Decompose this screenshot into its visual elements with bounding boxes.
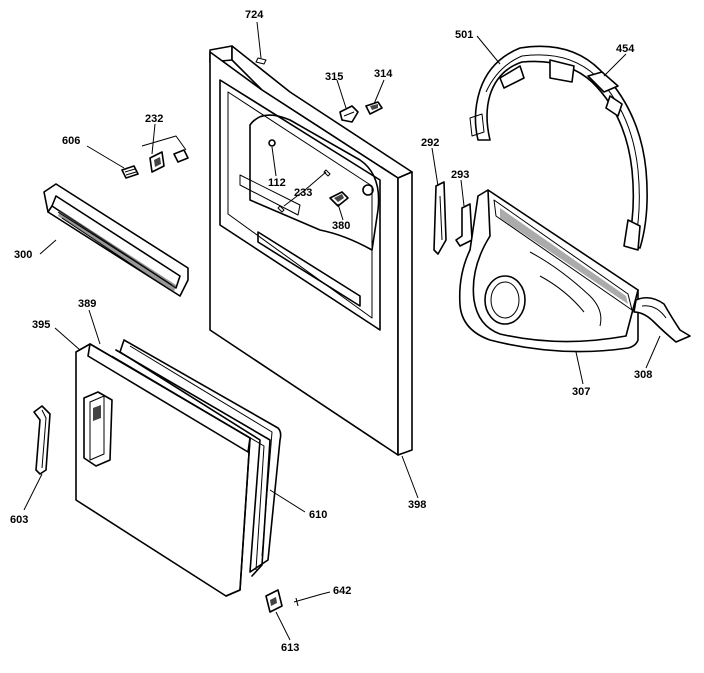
callout-292: 292 <box>421 137 439 149</box>
switch-314 <box>365 101 383 115</box>
felt-seal-454 <box>587 71 619 93</box>
hinge-613 <box>265 589 283 613</box>
clip-112 <box>268 139 276 147</box>
callout-389: 389 <box>78 298 96 310</box>
callout-606: 606 <box>62 135 80 147</box>
front-panel-398 <box>209 45 413 456</box>
callout-642: 642 <box>333 585 351 597</box>
callout-314: 314 <box>374 68 393 80</box>
bracket-293 <box>455 203 473 247</box>
callout-labels: 724 501 454 315 314 232 606 112 233 380 … <box>10 9 652 654</box>
callout-398: 398 <box>408 499 426 511</box>
door-outer-panel-395 <box>75 343 251 597</box>
bracket-292 <box>433 181 447 255</box>
callout-395: 395 <box>32 319 50 331</box>
callout-380: 380 <box>332 220 350 232</box>
callout-610: 610 <box>309 509 327 521</box>
screw-642 <box>293 593 323 607</box>
callout-232: 232 <box>145 113 163 125</box>
callout-501: 501 <box>455 29 473 41</box>
lint-duct-307 <box>458 189 639 353</box>
callout-293: 293 <box>451 169 469 181</box>
bearing-ring-501 <box>469 45 648 251</box>
exhaust-duct-308 <box>633 296 691 343</box>
screw-724 <box>255 57 267 65</box>
switch-315 <box>339 105 359 123</box>
callout-112: 112 <box>268 177 286 189</box>
callout-315: 315 <box>325 71 343 83</box>
callout-308: 308 <box>634 369 652 381</box>
callout-307: 307 <box>572 386 590 398</box>
strike-380 <box>329 191 349 207</box>
callout-454: 454 <box>616 43 635 55</box>
callout-613: 613 <box>281 642 299 654</box>
screw-233 <box>277 169 331 213</box>
door-handle-603 <box>33 405 51 475</box>
callout-233: 233 <box>294 187 312 199</box>
lint-filter-300 <box>43 183 189 297</box>
spring-606 <box>121 165 139 179</box>
callout-300: 300 <box>14 249 32 261</box>
callout-724: 724 <box>245 9 264 21</box>
bracket-232 <box>141 135 189 173</box>
leader-lines <box>23 21 661 641</box>
callout-603: 603 <box>10 514 28 526</box>
